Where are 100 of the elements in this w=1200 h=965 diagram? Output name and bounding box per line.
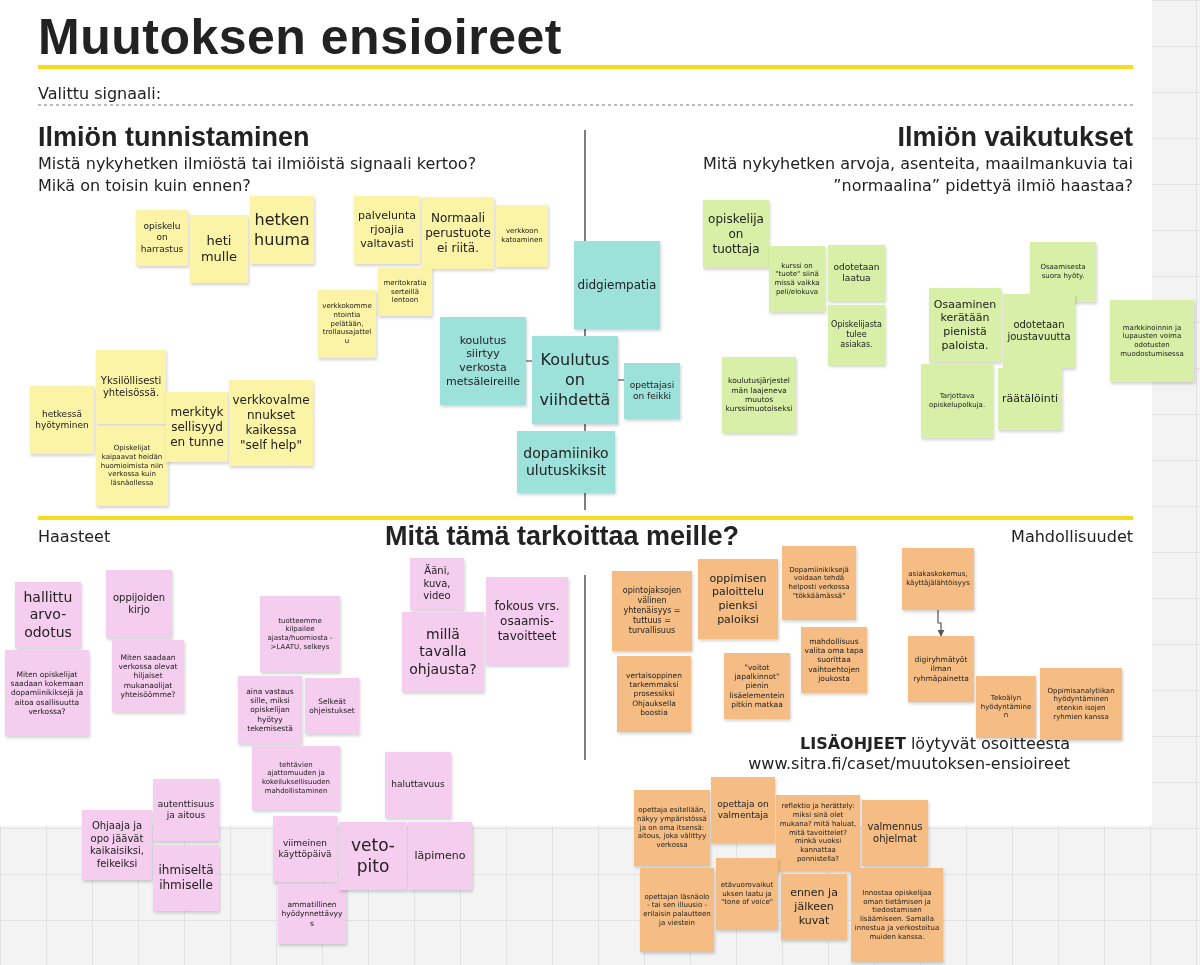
note-text: oppijoiden kirjo xyxy=(111,591,167,617)
section-heading: Mitä tämä tarkoittaa meille? xyxy=(385,521,740,552)
title: Muutoksen ensioireet xyxy=(38,8,562,66)
note-text: oppimisen paloittelu pienksi paloiksi xyxy=(708,571,768,627)
sticky-note xyxy=(612,571,692,651)
sticky-note xyxy=(410,558,464,610)
arrow xyxy=(937,609,945,637)
sticky-note xyxy=(862,800,928,866)
note-text: fokous vrs. osaamis-tavoitteet xyxy=(493,598,561,644)
sticky-note xyxy=(5,650,89,736)
sticky-note xyxy=(640,868,714,952)
sticky-note xyxy=(1110,300,1194,382)
sticky-note xyxy=(440,317,526,405)
note-text: ihmiseltä ihmiselle xyxy=(157,863,215,893)
note-text: dopamiinikoulutuskiksit xyxy=(522,444,610,480)
sticky-note xyxy=(318,290,376,358)
sticky-note xyxy=(828,305,885,365)
note-text: viimeinen käyttöpäivä xyxy=(277,837,333,861)
sticky-note xyxy=(698,559,778,639)
sticky-note xyxy=(634,790,710,866)
sticky-note xyxy=(402,612,484,692)
sticky-note xyxy=(1030,242,1096,302)
sticky-note xyxy=(776,795,860,871)
sticky-note xyxy=(851,868,943,962)
sticky-note xyxy=(238,676,302,744)
web-address: www.sitra.fi/caset/muutoksen-ensioireet xyxy=(748,754,1070,773)
note-text: odotetaan laatua xyxy=(832,261,881,285)
sticky-note xyxy=(929,288,1001,362)
note-text: veto-pito xyxy=(349,834,396,878)
sticky-note xyxy=(408,822,472,890)
connector-line xyxy=(525,360,533,362)
note-text: odotetaan joustavuutta xyxy=(1006,318,1072,344)
note-text: ennen ja jälkeen kuvat xyxy=(789,886,839,928)
sticky-note xyxy=(378,268,432,316)
note-text: hallittu arvo-odotus xyxy=(22,588,74,642)
sticky-note xyxy=(385,752,451,818)
sticky-note xyxy=(106,570,172,638)
sticky-note xyxy=(229,380,313,466)
sticky-note xyxy=(339,822,407,890)
section-heading: Mahdollisuudet xyxy=(1011,527,1133,546)
sticky-note xyxy=(166,392,228,462)
sticky-note xyxy=(517,431,615,493)
sticky-note xyxy=(252,746,340,810)
note-text: läpimeno xyxy=(414,849,466,863)
note-text: Yksilöllisesti yhteisössä. xyxy=(99,374,163,400)
note-text: räätälöinti xyxy=(1001,392,1059,406)
sticky-note xyxy=(190,215,248,283)
sticky-note xyxy=(278,884,346,944)
sticky-note xyxy=(96,426,168,506)
sticky-note xyxy=(724,653,790,719)
field-label: Valittu signaali: xyxy=(38,84,162,103)
note-text: opintojaksojen välinen yhtenäisyys = tuttuus = turvallisuus xyxy=(621,586,683,636)
note-text: valmennusohjelmat xyxy=(866,820,924,846)
sticky-note xyxy=(532,336,618,424)
sticky-note xyxy=(260,596,340,672)
note-text: palveluntarjoajia valtavasti xyxy=(357,209,417,251)
note-text: opiskelija on tuottaja xyxy=(707,211,765,257)
sticky-note xyxy=(908,636,974,702)
sticky-note xyxy=(1040,668,1122,740)
note-text: Ohjaaja ja opo jäävät kaikaisiksi, feikeiksi xyxy=(89,820,145,870)
sticky-note xyxy=(153,779,219,841)
note-text: opettajasi on feikki xyxy=(628,379,676,403)
section-heading: Ilmiön tunnistaminen xyxy=(38,122,310,153)
connector-line xyxy=(617,379,625,381)
sticky-note xyxy=(921,364,993,438)
note-text: haluttavuus xyxy=(391,779,445,791)
section-heading: Ilmiön vaikutukset xyxy=(897,122,1133,153)
sticky-note xyxy=(828,245,885,301)
sticky-note xyxy=(496,205,548,267)
note-text: Normaali perustuote ei riitä. xyxy=(425,210,491,256)
note-text: Osaaminen kerätään pienistä paloista. xyxy=(932,297,998,353)
note-text: Ääni, kuva, video xyxy=(422,565,452,603)
sticky-note xyxy=(486,577,568,665)
note-text: merkityksellisyyden tunne xyxy=(169,404,225,450)
sticky-note xyxy=(112,640,184,712)
sticky-note xyxy=(574,241,660,329)
note-text: heti mulle xyxy=(199,232,239,266)
sticky-note xyxy=(782,546,856,620)
sticky-note xyxy=(305,678,359,734)
sticky-note xyxy=(722,357,796,433)
sticky-note xyxy=(998,368,1062,430)
sticky-note xyxy=(801,627,867,693)
sticky-note xyxy=(96,350,166,424)
note-text: koulutus siirtyy verkosta metsäleireille xyxy=(444,333,522,389)
note-text: didgiempatia xyxy=(577,277,657,293)
sticky-note xyxy=(273,816,337,882)
sticky-note xyxy=(30,386,94,454)
note-text: Koulutus on viihdettä xyxy=(538,350,612,410)
note-text: hetkessä hyötyminen xyxy=(34,408,90,432)
sticky-note xyxy=(769,246,825,312)
sticky-note xyxy=(703,200,769,268)
sticky-note xyxy=(711,777,775,843)
sticky-note xyxy=(716,858,778,930)
sticky-note xyxy=(624,363,680,419)
note-text: Opiskelijasta tulee asiakas. xyxy=(831,320,882,350)
note-text: hetken huuma xyxy=(253,210,311,250)
info-text: LISÄOHJEET löytyvät osoitteesta xyxy=(800,734,1070,753)
section-heading: Haasteet xyxy=(38,527,111,546)
note-text: autenttisuus ja aitous xyxy=(156,798,216,822)
sticky-note xyxy=(976,676,1036,738)
